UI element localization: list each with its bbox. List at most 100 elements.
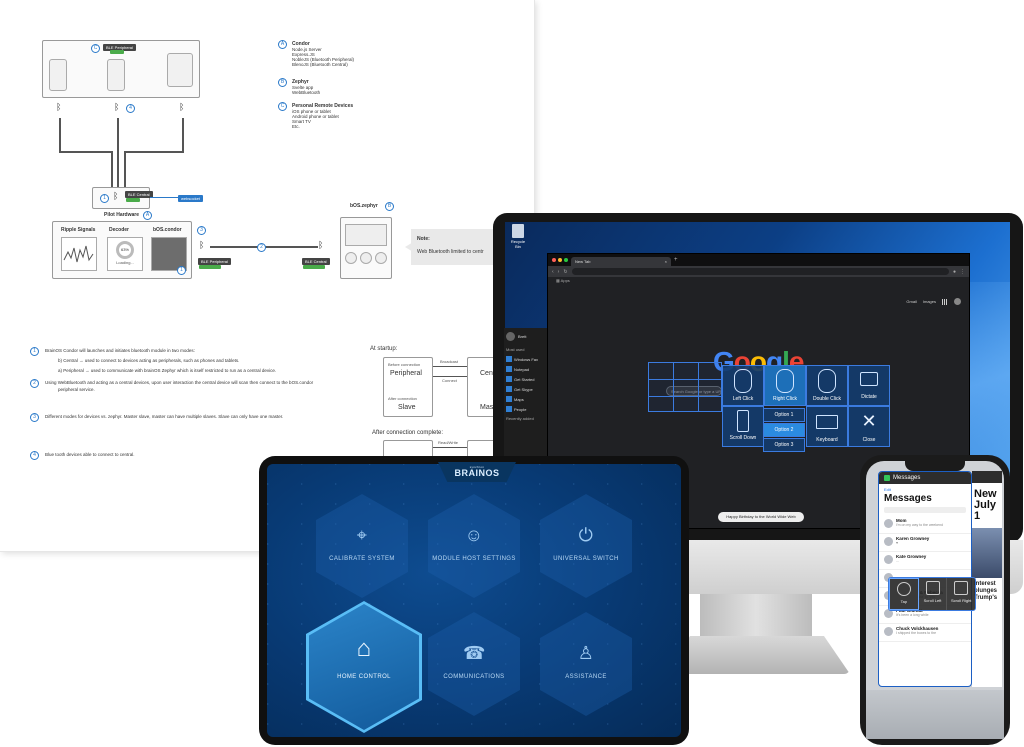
start-menu-item-label: Windows Fax (514, 356, 539, 362)
bluetooth-icon: ᛒ (56, 102, 62, 112)
start-menu-user[interactable]: Brett (504, 328, 548, 345)
start-menu-item[interactable]: Maps (504, 394, 548, 404)
monitor-stand-base (664, 636, 850, 674)
person-icon: ☺ (464, 525, 484, 545)
recycle-bin[interactable]: Recycle Bin (508, 224, 528, 249)
legend-item: Svelte app (292, 85, 314, 90)
ble-central-tag: BLE Central (125, 191, 153, 198)
after-connection-heading: After connection complete: (372, 430, 444, 436)
gmail-link[interactable]: Gmail (906, 299, 917, 304)
tile-home-control[interactable]: ⌂ HOME CONTROL (309, 604, 419, 730)
app-tile-icon (506, 386, 512, 392)
tab-bar: New Tab × + (548, 254, 969, 266)
start-menu-item[interactable]: Notepad (504, 364, 548, 374)
brand-name: BRAINOS (454, 468, 500, 478)
minimize-window-icon[interactable] (558, 258, 562, 262)
tab-title: New Tab (575, 259, 591, 264)
central-title: Centr (480, 370, 498, 377)
start-menu-item[interactable]: Get Started (504, 374, 548, 384)
maximize-window-icon[interactable] (564, 258, 568, 262)
double-click-label: Double Click (812, 396, 842, 402)
conversation-text: Karen Growney♥ (896, 536, 929, 549)
wireframe-header (345, 224, 387, 246)
tap-button[interactable]: Tap (889, 578, 919, 610)
left-click-button[interactable]: Left Click (722, 365, 764, 406)
scroll-right-icon (954, 581, 969, 595)
conversation-row[interactable]: Karen Growney♥ (879, 534, 971, 552)
tile-label: MODULE HOST SETTINGS (432, 556, 516, 562)
start-menu-item-label: Notepad (514, 366, 530, 372)
google-top-links: Gmail Images (906, 298, 961, 305)
marker-2: 2 (257, 243, 266, 252)
news-image (972, 528, 1002, 578)
tab-new-tab[interactable]: New Tab × (571, 257, 671, 266)
avatar (884, 609, 893, 618)
architecture-diagram-page: C BLE Peripheral ᛒ ᛒ ᛒ 4 1 ᛒ BLE Central… (0, 0, 535, 552)
profile-icon[interactable]: ● (952, 268, 956, 275)
double-click-button[interactable]: Double Click (806, 365, 848, 406)
forward-icon[interactable]: › (557, 268, 560, 275)
close-button[interactable]: ✕Close (848, 406, 890, 447)
option-3[interactable]: Option 3 (763, 438, 805, 452)
app-tile-icon (506, 356, 512, 362)
apps-grid-icon[interactable] (942, 298, 948, 305)
mouse-left-icon (734, 369, 752, 393)
news-app-card[interactable]: New July 1 Interest plunges Trump's (972, 471, 1002, 687)
brand-top: synchron (469, 465, 485, 469)
wire (59, 118, 61, 152)
close-window-icon[interactable] (552, 258, 556, 262)
start-menu-item[interactable]: Windows Fax (504, 354, 548, 364)
pilot-hardware-box: Ripple Signals Decoder 63% Loading... bO… (52, 221, 192, 279)
legend-item: WebBluetooth (292, 90, 321, 95)
toolbar: ‹ › ↻ ● ⋮ (548, 266, 969, 277)
edit-button[interactable]: Edit (884, 487, 891, 492)
marker-c: C (91, 44, 100, 53)
keyboard-button[interactable]: Keyboard (806, 406, 848, 447)
app-tile-icon (506, 406, 512, 412)
dictate-button[interactable]: Dictate (848, 365, 890, 406)
account-avatar[interactable] (954, 298, 961, 305)
conversation-row[interactable]: Kate Growney... (879, 552, 971, 570)
menu-icon[interactable]: ⋮ (960, 268, 965, 275)
monitor-stand (700, 594, 812, 640)
scroll-right-button[interactable]: Scroll Right (947, 578, 975, 610)
scroll-left-button[interactable]: Scroll Left (919, 578, 948, 610)
home-icon: ⌂ (356, 635, 372, 662)
new-tab-button[interactable]: + (674, 257, 678, 263)
apps-grid-icon[interactable]: ▦ (556, 278, 560, 283)
chat-bubble-icon (860, 372, 878, 386)
search-input[interactable] (884, 507, 966, 513)
start-menu-item[interactable]: Get Skype (504, 384, 548, 394)
reload-icon[interactable]: ↻ (563, 268, 568, 275)
scroll-down-icon (737, 410, 749, 432)
images-link[interactable]: Images (922, 299, 936, 304)
message-preview: ... (896, 559, 899, 563)
apps-link[interactable]: Apps (560, 278, 570, 283)
scan-grid-overlay (648, 362, 722, 412)
status-pill (126, 198, 140, 202)
back-icon[interactable]: ‹ (552, 268, 554, 275)
wire (182, 118, 184, 152)
doodle-button[interactable]: Happy Birthday to the World Wide Web (718, 512, 804, 522)
arrow (433, 376, 467, 377)
news-subheadline: Interest plunges Trump's (974, 581, 998, 601)
start-menu-item[interactable]: People (504, 404, 548, 414)
scroll-down-button[interactable]: Scroll Down (722, 406, 764, 447)
close-tab-icon[interactable]: × (664, 259, 667, 264)
user-name: Brett (518, 334, 527, 339)
legend-item: Android phone or tablet (292, 114, 339, 119)
phone-dock-area (866, 690, 1004, 739)
phone-icon: ☎ (463, 643, 486, 663)
option-2[interactable]: Option 2 (763, 423, 805, 437)
address-bar[interactable] (571, 268, 949, 275)
avatar (884, 555, 893, 564)
right-click-button[interactable]: Right Click (764, 365, 806, 406)
legend-title: Personal Remote Devices (292, 103, 354, 109)
bluetooth-icon: ᛒ (199, 240, 205, 250)
option-1[interactable]: Option 1 (763, 408, 805, 422)
message-preview: ♥ (896, 541, 899, 545)
